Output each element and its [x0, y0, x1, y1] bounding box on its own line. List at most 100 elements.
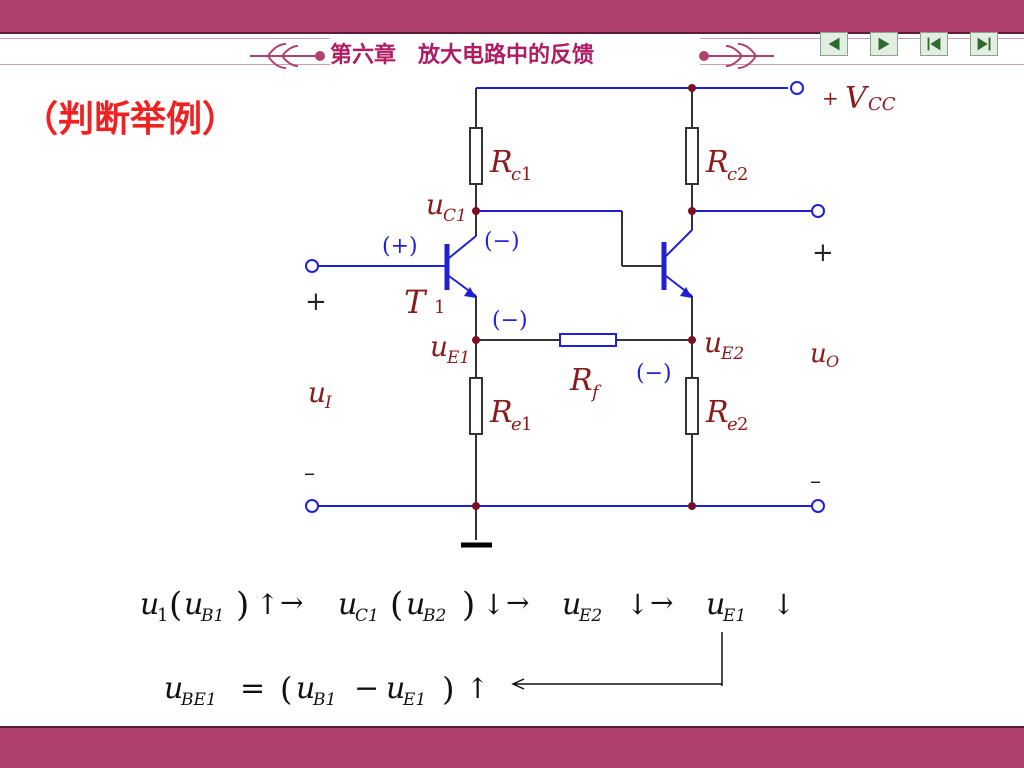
polarity-collector1: (−) [484, 229, 520, 254]
eq1-t4-sub: B2 [422, 606, 446, 626]
last-icon [977, 37, 991, 51]
ue1-sub: E1 [446, 348, 470, 368]
rc1-symbol: R [489, 145, 513, 180]
eq2-a: u [296, 671, 315, 706]
polarity-base1: (+) [382, 234, 418, 259]
eq1-paren: ) [236, 585, 249, 625]
resistor-re2 [685, 377, 699, 435]
output-minus: – [810, 469, 821, 494]
re1-sub: e [511, 414, 522, 435]
wires [318, 87, 812, 540]
rc1-sub: c [511, 164, 521, 185]
left-ornament-icon [250, 43, 325, 69]
first-button[interactable] [920, 32, 948, 56]
re1-num: 1 [521, 414, 532, 435]
ui-symbol: u [308, 376, 326, 409]
re2-num: 2 [737, 414, 748, 435]
right-arrow-icon: → [506, 586, 529, 619]
uc1-symbol: u [426, 188, 444, 221]
input-terminal-top [305, 259, 319, 273]
uo-symbol: u [810, 339, 827, 369]
up-arrow-icon: ↑ [466, 672, 489, 705]
prev-button[interactable] [820, 32, 848, 56]
re1-symbol: R [489, 395, 513, 430]
ue1-symbol: u [430, 330, 448, 363]
eq1-t4: u [406, 587, 425, 622]
resistor-rc1 [469, 127, 483, 185]
rc2-sub: c [727, 164, 737, 185]
input-minus: – [304, 461, 315, 486]
eq1-t5-sub: E2 [578, 606, 602, 626]
transistor-t1-icon [444, 235, 477, 298]
eq1-t3: u [338, 587, 357, 622]
next-button[interactable] [870, 32, 898, 56]
rc2-symbol: R [705, 145, 729, 180]
uc1-sub: C1 [443, 206, 467, 226]
down-arrow-icon: ↓ [772, 588, 795, 621]
resistor-rf [559, 333, 617, 347]
eq1-t6-sub: E1 [722, 606, 746, 626]
equation-line-2: u BE1 = ( u B1 − u E1 ) ↑ [164, 670, 489, 710]
equation-line-1: u 1 ( u B1 ) ↑ → u C1 ( u B2 ) ↓ → u E2 … [140, 585, 795, 626]
eq2-paren: ( [280, 670, 292, 708]
rf-symbol: R [569, 363, 593, 398]
output-plus: + [812, 238, 834, 268]
eq1-paren: ( [169, 585, 182, 625]
output-terminal-top [811, 204, 825, 218]
ui-sub: I [324, 393, 332, 413]
polarity-emitter2: (−) [636, 361, 672, 386]
up-arrow-icon: ↑ [256, 588, 279, 621]
input-plus: + [305, 287, 327, 317]
feedback-return-arrow [511, 632, 723, 690]
re2-sub: e [727, 414, 738, 435]
eq2-paren: ) [442, 670, 454, 708]
eq2-a-sub: B1 [312, 690, 336, 710]
eq1-t5: u [562, 587, 581, 622]
eq1-t1-sub: 1 [157, 605, 168, 626]
down-arrow-icon: ↓ [482, 588, 505, 621]
ue2-sub: E2 [720, 344, 744, 364]
eq2-b: u [386, 671, 405, 706]
eq1-paren: ) [462, 585, 475, 625]
bottom-band [0, 728, 1024, 768]
eq1-t2: u [184, 587, 203, 622]
uo-sub: O [826, 352, 839, 371]
next-icon [878, 37, 890, 51]
chapter-title: 第六章 放大电路中的反馈 [330, 38, 700, 74]
t1-num: 1 [434, 297, 445, 318]
right-arrow-icon: → [280, 586, 303, 619]
rc1-num: 1 [521, 164, 532, 185]
re2-symbol: R [705, 395, 729, 430]
vcc-terminal [790, 81, 804, 95]
eq1-t6: u [706, 587, 725, 622]
eq2-minus: − [354, 671, 379, 706]
eq2-lhs: u [164, 671, 183, 706]
eq1-t2-sub: B1 [200, 606, 224, 626]
ue2-symbol: u [704, 326, 722, 359]
output-terminal-bottom [811, 499, 825, 513]
top-band [0, 0, 1024, 32]
eq2-lhs-sub: BE1 [180, 690, 217, 710]
vcc-symbol: V [845, 81, 870, 116]
eq1-paren: ( [390, 585, 403, 625]
resistor-re1 [469, 377, 483, 435]
eq2-equals: = [240, 671, 265, 706]
transistor-t2-icon [661, 229, 693, 298]
section-label: （判断举例） [22, 99, 239, 140]
eq1-t1: u [140, 587, 159, 622]
prev-icon [828, 37, 840, 51]
vcc-plus: + [822, 86, 839, 110]
vcc-subscript: CC [868, 94, 896, 115]
rc2-num: 2 [737, 164, 748, 185]
first-icon [927, 37, 941, 51]
t1-symbol: T [404, 283, 428, 321]
eq1-t3-sub: C1 [355, 606, 379, 626]
eq2-b-sub: E1 [402, 690, 426, 710]
right-ornament-icon [699, 43, 774, 69]
down-arrow-icon: ↓ [626, 588, 649, 621]
right-arrow-icon: → [650, 586, 673, 619]
last-button[interactable] [970, 32, 998, 56]
input-terminal-bottom [305, 499, 319, 513]
polarity-emitter1: (−) [492, 308, 528, 333]
